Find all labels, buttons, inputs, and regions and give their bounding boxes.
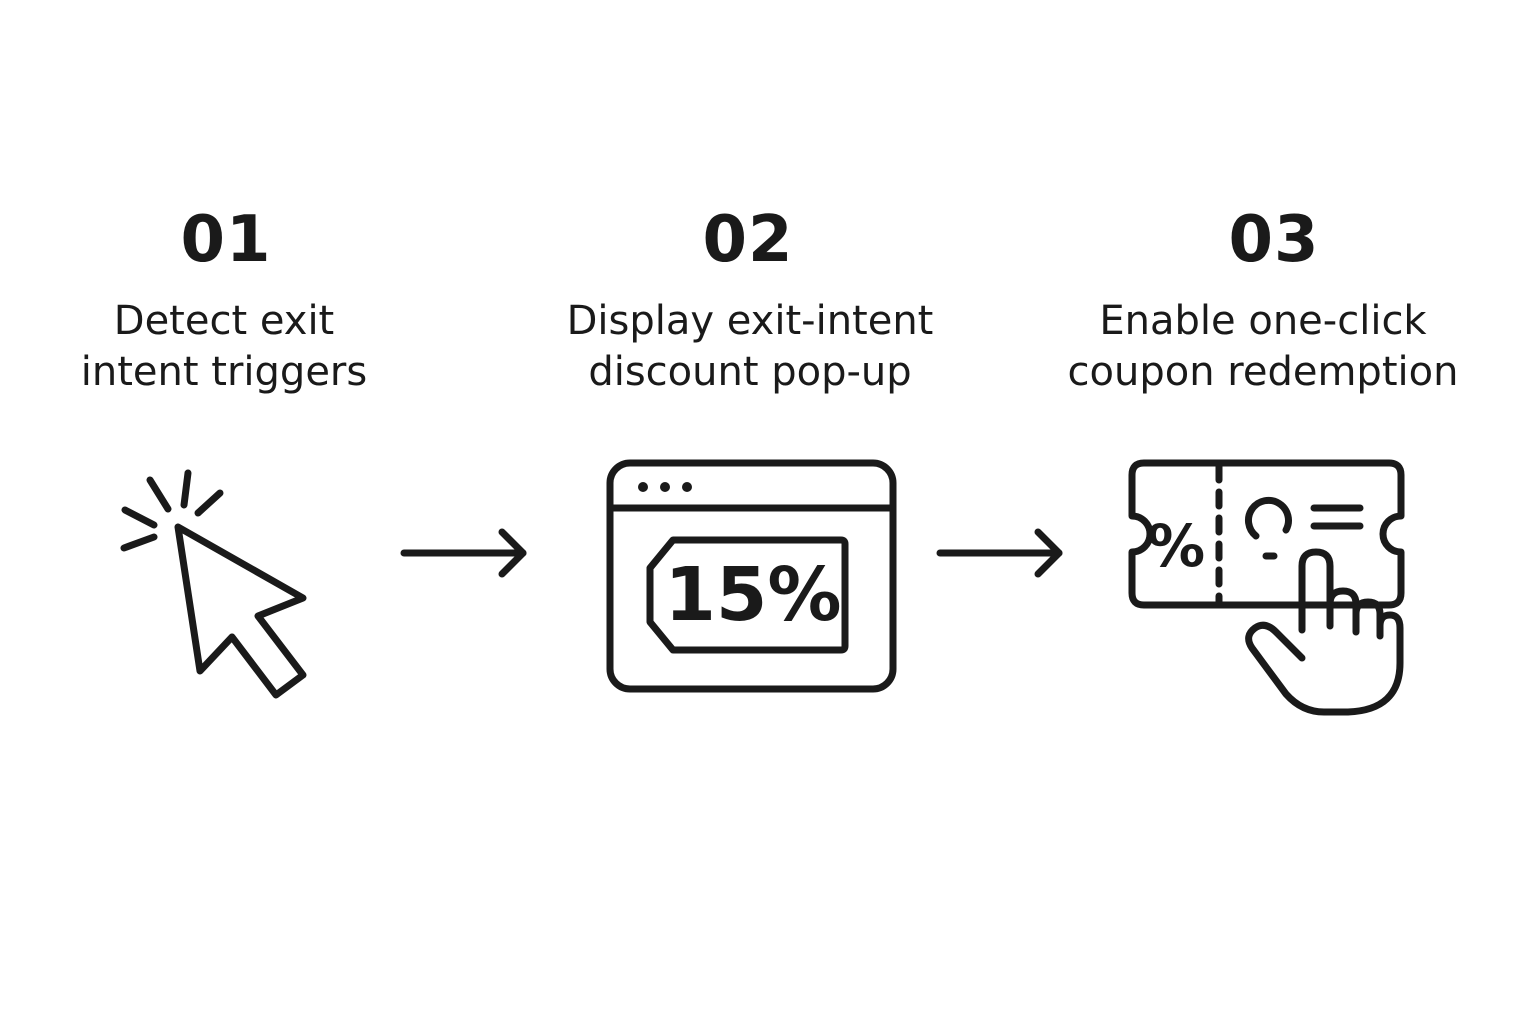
discount-badge-text: 15%: [664, 552, 841, 638]
step-number: 01: [180, 203, 272, 277]
clicking-cursor-icon: [120, 469, 307, 699]
step-title: Display exit-intent discount pop-up: [566, 298, 934, 395]
arrow-right-icon: [936, 528, 1063, 578]
step-number: 02: [702, 203, 794, 277]
step-title: Enable one-click coupon redemption: [1067, 298, 1459, 395]
step-number: 03: [1228, 203, 1320, 277]
window-dot: [682, 482, 692, 492]
coupon-percent-text: %: [1147, 512, 1205, 580]
coupon-tap-icon: %: [1128, 459, 1405, 716]
browser-window-discount-icon: 15%: [606, 459, 897, 693]
window-dot: [638, 482, 648, 492]
window-dot: [660, 482, 670, 492]
step-title: Detect exit intent triggers: [80, 298, 368, 395]
arrow-right-icon: [400, 528, 527, 578]
